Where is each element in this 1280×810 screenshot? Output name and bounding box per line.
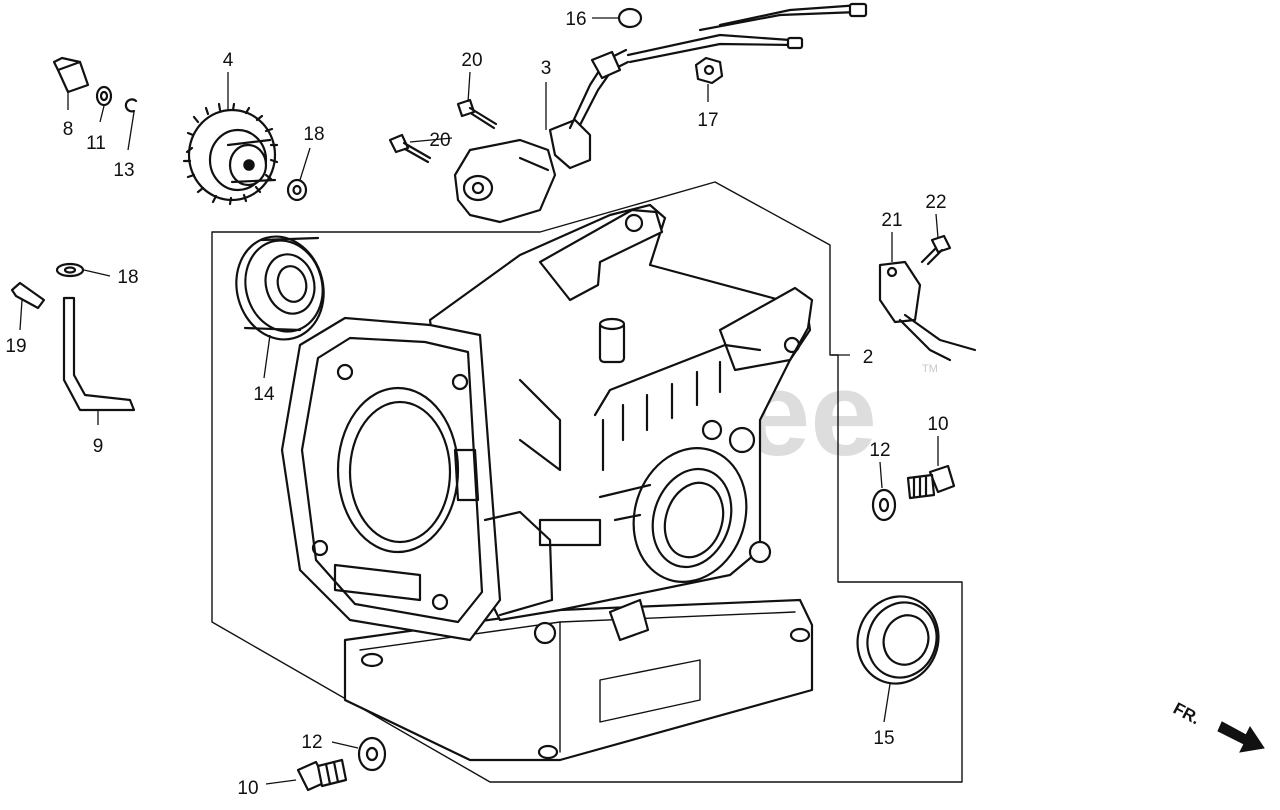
callout-labels: 2 3 4 8 9 10 10 11 12 12 13 14 15 16 17 …	[5, 9, 948, 799]
front-label: FR.	[1170, 699, 1203, 729]
callout-12-bottom[interactable]: 12	[301, 732, 322, 753]
governor-rod-part-9[interactable]	[62, 296, 136, 412]
callout-14[interactable]: 14	[253, 384, 275, 405]
washer-part-18-top[interactable]	[286, 178, 308, 202]
callout-22[interactable]: 22	[925, 192, 946, 213]
bolt-part-20-left[interactable]	[388, 133, 432, 164]
callout-10-bottom[interactable]: 10	[237, 778, 258, 799]
callout-2[interactable]: 2	[863, 347, 874, 368]
callout-15[interactable]: 15	[873, 728, 894, 749]
governor-gear-part-4[interactable]	[182, 102, 279, 206]
leader-lines	[19, 17, 939, 785]
cylinder-face	[280, 316, 554, 642]
callout-4[interactable]: 4	[223, 50, 234, 71]
callout-17[interactable]: 17	[697, 110, 718, 131]
clip-part-19[interactable]	[10, 281, 46, 310]
front-arrow-icon	[1217, 721, 1265, 753]
bolt-part-20-top[interactable]	[456, 98, 498, 130]
callout-3[interactable]: 3	[541, 58, 552, 79]
washer-part-12-bottom[interactable]	[357, 736, 387, 772]
bearing-part-14[interactable]	[225, 227, 335, 350]
oil-seal-part-15[interactable]	[845, 585, 950, 695]
switch-bracket-part-21[interactable]	[878, 260, 977, 362]
watermark-trademark: TM	[922, 363, 938, 375]
callout-11[interactable]: 11	[86, 133, 106, 154]
front-direction-indicator: FR.	[1170, 699, 1265, 753]
callout-18-left[interactable]: 18	[117, 267, 138, 288]
callout-18-top[interactable]: 18	[303, 124, 324, 145]
callout-13[interactable]: 13	[113, 160, 134, 181]
clip-part-13[interactable]	[124, 98, 138, 113]
washer-part-12-right[interactable]	[871, 488, 897, 522]
oil-alert-switch-part-3[interactable]	[453, 2, 868, 224]
bolt-part-10-right[interactable]	[906, 464, 956, 500]
group-boundary-frame	[211, 181, 963, 783]
bolt-part-10-bottom[interactable]	[296, 758, 348, 792]
callout-12-right[interactable]: 12	[869, 440, 890, 461]
bolt-part-22[interactable]	[920, 234, 952, 266]
o-ring-part-16[interactable]	[617, 7, 643, 29]
washer-part-18-left[interactable]	[55, 262, 85, 278]
callout-19[interactable]: 19	[5, 336, 26, 357]
callout-21[interactable]: 21	[881, 210, 902, 231]
callout-16[interactable]: 16	[565, 9, 586, 30]
callout-9[interactable]: 9	[93, 436, 104, 457]
washer-part-11[interactable]	[95, 85, 113, 107]
callout-20-top[interactable]: 20	[461, 50, 482, 71]
callout-8[interactable]: 8	[63, 119, 74, 140]
callout-20-left[interactable]: 20	[429, 130, 450, 151]
nut-part-17[interactable]	[694, 56, 724, 85]
governor-pin-part-8[interactable]	[52, 56, 90, 94]
callout-10-right[interactable]: 10	[927, 414, 948, 435]
